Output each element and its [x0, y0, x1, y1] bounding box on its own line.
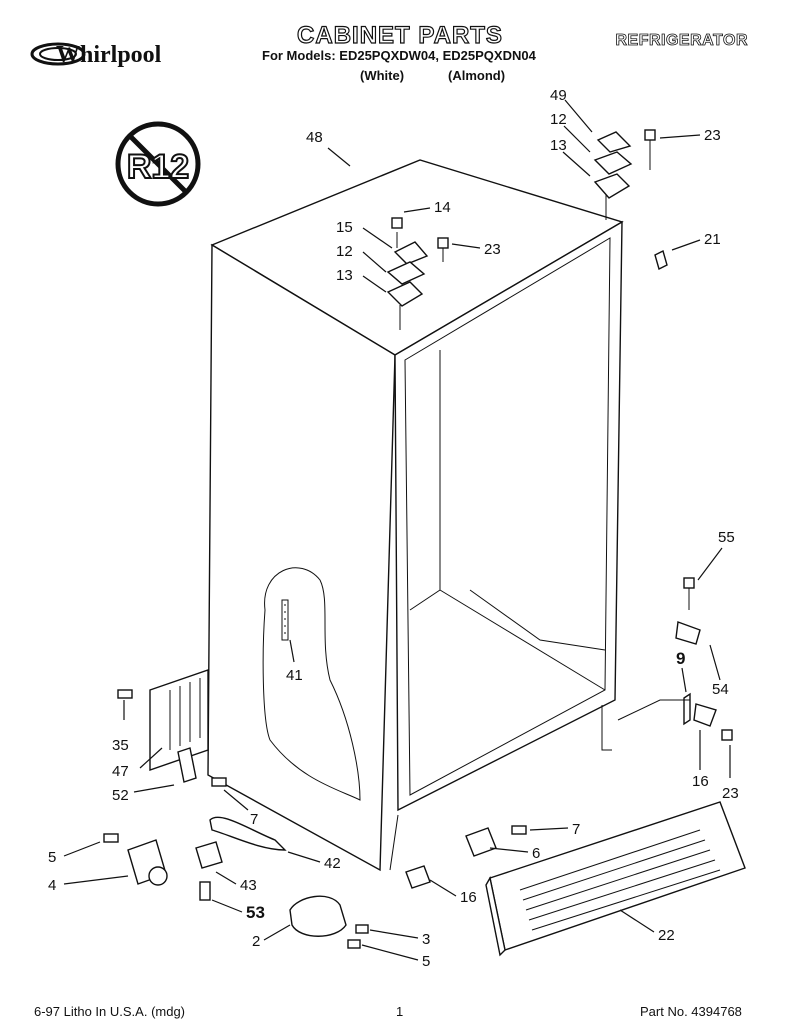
- callout-47: 47: [112, 763, 129, 780]
- base-grille: [485, 801, 746, 957]
- callout-41: 41: [286, 667, 303, 684]
- callout-16-right: 16: [692, 773, 709, 790]
- leader-lines: [63, 99, 731, 961]
- callout-22: 22: [658, 927, 675, 944]
- print-info: 6-97 Litho In U.S.A. (mdg): [34, 1004, 186, 1019]
- callout-49: 49: [550, 87, 567, 104]
- center-top-hinge: [386, 217, 449, 330]
- callout-23-top-right: 23: [704, 127, 721, 144]
- callout-48: 48: [306, 129, 323, 146]
- whirlpool-logo: Whirlpool: [28, 30, 178, 80]
- callout-3: 3: [422, 931, 430, 948]
- product-category: REFRIGERATOR: [615, 32, 748, 50]
- callout-6: 6: [532, 845, 540, 862]
- callout-23-lower-right: 23: [722, 785, 739, 802]
- callout-5-left: 5: [48, 849, 56, 866]
- color-almond: (Almond): [448, 68, 506, 83]
- callout-labels: 48 49 12 13 23 14 15 12 23 13 21 55 41 9…: [48, 87, 739, 970]
- callout-55: 55: [718, 529, 735, 546]
- callout-7-left: 7: [250, 811, 258, 828]
- left-hardware: [103, 669, 527, 949]
- right-lower-hardware: [617, 577, 733, 741]
- page-number: 1: [396, 1004, 404, 1019]
- callout-12-right: 12: [550, 111, 567, 128]
- whirlpool-swirl-icon: Whirlpool: [30, 42, 162, 68]
- callout-16-bottom: 16: [460, 889, 477, 906]
- callout-2: 2: [252, 933, 260, 950]
- callout-14: 14: [434, 199, 451, 216]
- callout-13-right: 13: [550, 137, 567, 154]
- callout-53: 53: [246, 903, 265, 922]
- callout-54: 54: [712, 681, 729, 698]
- callout-9: 9: [676, 649, 685, 668]
- color-white: (White): [360, 68, 405, 83]
- callout-52: 52: [112, 787, 129, 804]
- callout-13-center: 13: [336, 267, 353, 284]
- r12-text: R12: [127, 148, 189, 186]
- callout-15: 15: [336, 219, 353, 236]
- callout-35: 35: [112, 737, 129, 754]
- page-title: CABINET PARTS: [296, 21, 503, 49]
- callout-21: 21: [704, 231, 721, 248]
- brand-wordmark: Whirlpool: [56, 42, 162, 68]
- callout-42: 42: [324, 855, 341, 872]
- callout-12-center: 12: [336, 243, 353, 260]
- callout-43: 43: [240, 877, 257, 894]
- callout-23-center: 23: [484, 241, 501, 258]
- right-top-hinge: [593, 129, 668, 271]
- cabinet-body: [207, 159, 624, 872]
- callout-5-bottom: 5: [422, 953, 430, 970]
- callout-4: 4: [48, 877, 56, 894]
- part-number: Part No. 4394768: [640, 1004, 742, 1019]
- no-r12-refrigerant-icon: R12: [115, 121, 201, 207]
- callout-7-right: 7: [572, 821, 580, 838]
- models-line: For Models: ED25PQXDW04, ED25PQXDN04: [262, 48, 536, 63]
